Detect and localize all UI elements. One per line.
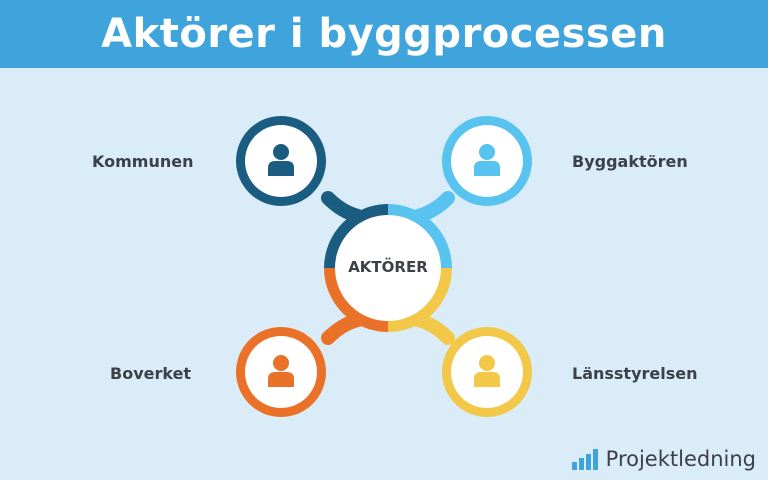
node-label-byggaktoren: Byggaktören [572,152,688,171]
center-ring [324,204,452,332]
brand-logo: Projektledning [571,447,756,471]
connector-byggaktoren [411,191,455,223]
node-byggaktoren [442,116,532,206]
center-label: AKTÖRER [348,258,428,276]
node-lansstyrelsen [442,327,532,417]
person-icon [474,144,500,176]
brand-name: Projektledning [605,447,756,471]
node-label-lansstyrelsen: Länsstyrelsen [572,364,698,383]
connector-kommunen [321,191,365,223]
connector-lansstyrelsen [411,313,455,345]
person-icon [474,355,500,387]
connector-boverket [321,313,365,345]
person-icon [268,355,294,387]
page-title: Aktörer i byggprocessen [101,11,667,57]
title-banner: Aktörer i byggprocessen [0,0,768,68]
node-label-kommunen: Kommunen [92,152,194,171]
node-boverket [236,327,326,417]
bar-chart-logo-icon [571,449,598,470]
node-kommunen [236,116,326,206]
person-icon [268,144,294,176]
node-label-boverket: Boverket [110,364,192,383]
